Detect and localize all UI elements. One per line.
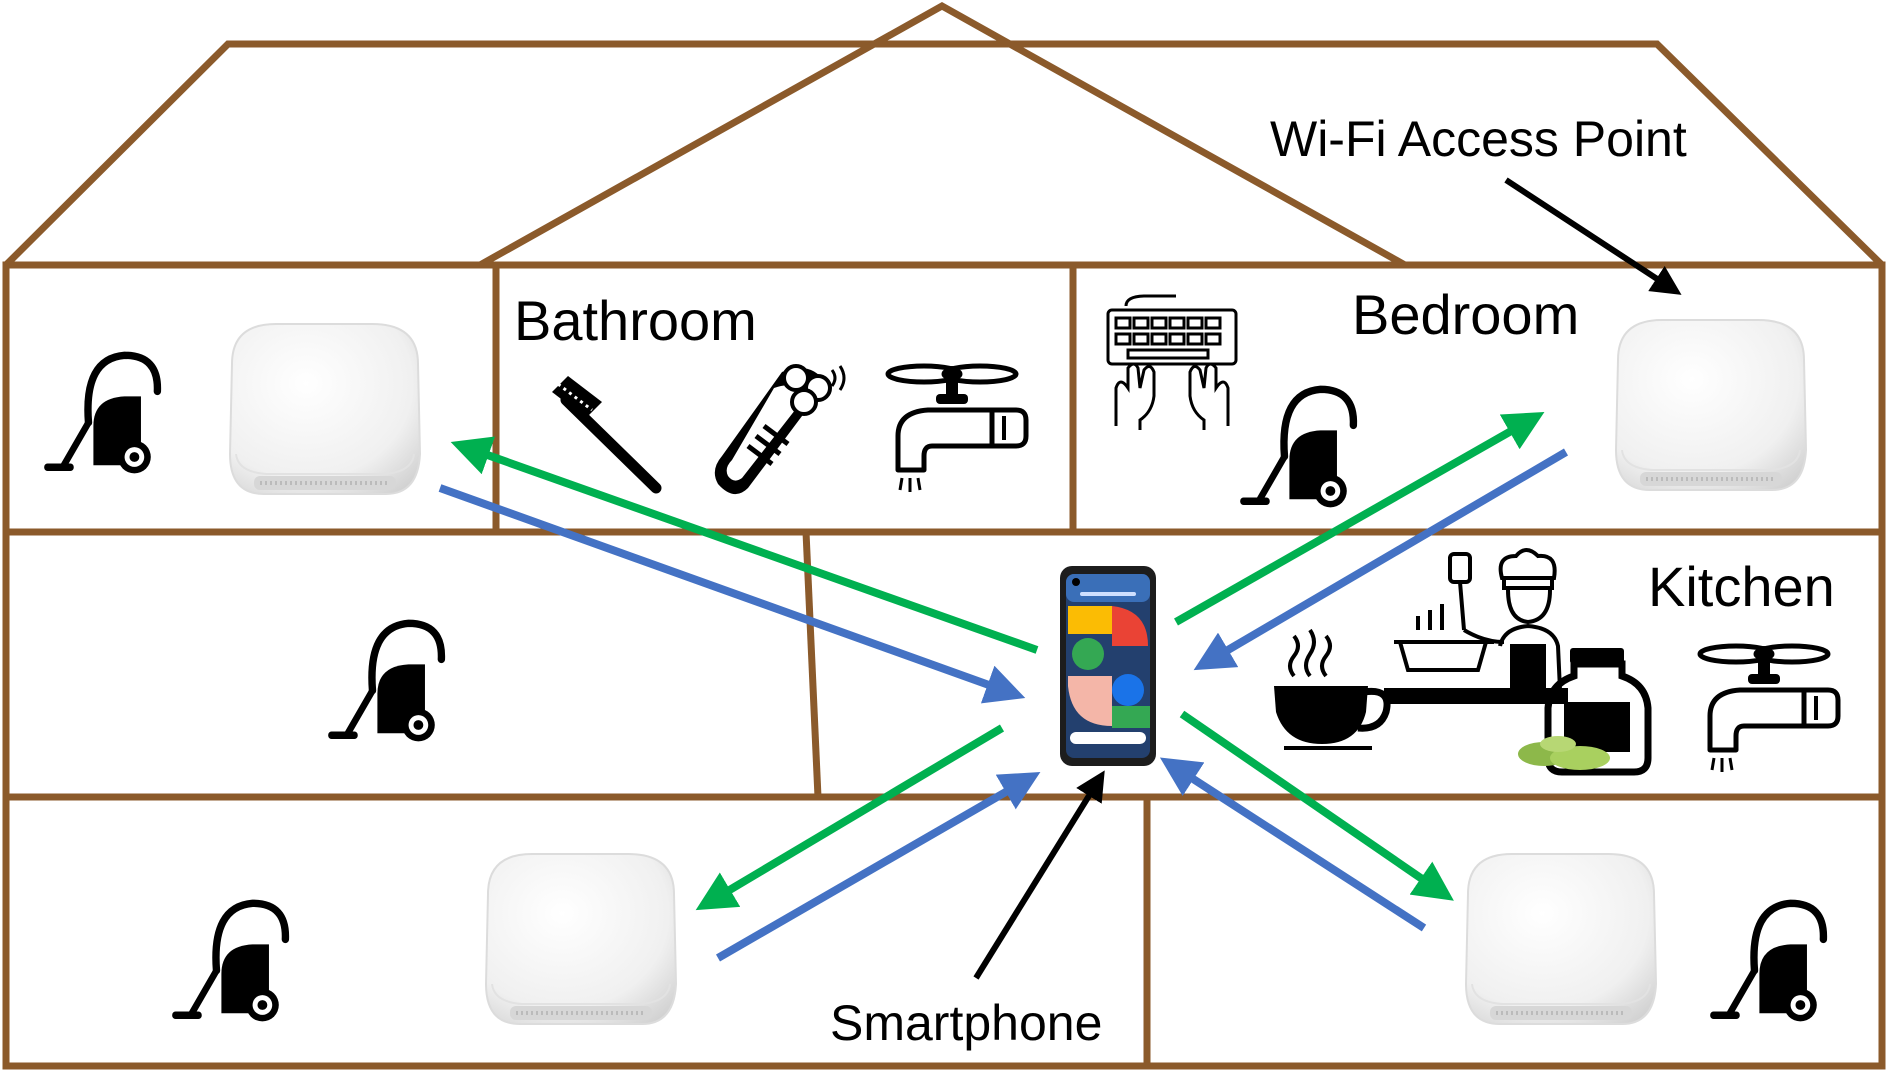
jar-icon (1518, 648, 1652, 776)
vacuum-cleaner-icon (172, 903, 285, 1021)
vacuum-cleaner-icon (44, 355, 157, 473)
smartphone-icon (1060, 566, 1156, 766)
wifi-access-point-icon (228, 322, 422, 496)
pointer-arrows (973, 177, 1682, 980)
toothbrush-icon (552, 376, 662, 494)
uplink-arrows (450, 412, 1545, 911)
vacuum-cleaner-icon (1710, 903, 1823, 1021)
vacuum-cleaner-icon (328, 623, 441, 741)
electric-shaver-icon (714, 364, 846, 495)
wifi-access-point-icon (1464, 852, 1658, 1026)
chef-icon (1384, 548, 1568, 704)
water-tap-icon (888, 366, 1026, 492)
wifi-access-point-icon (484, 852, 678, 1026)
bathroom-label: Bathroom (514, 289, 757, 352)
kitchen-label: Kitchen (1648, 555, 1835, 618)
bedroom-label: Bedroom (1352, 283, 1579, 346)
water-tap-icon (1700, 646, 1838, 772)
wifi-access-point-icon (1614, 318, 1808, 492)
smartphone-label: Smartphone (830, 995, 1102, 1051)
downlink-arrows (438, 448, 1569, 962)
access-point-label: Wi-Fi Access Point (1270, 111, 1687, 167)
coffee-cup-icon (1274, 628, 1391, 750)
keyboard-icon (1106, 294, 1238, 430)
vacuum-cleaner-icon (1240, 389, 1353, 507)
